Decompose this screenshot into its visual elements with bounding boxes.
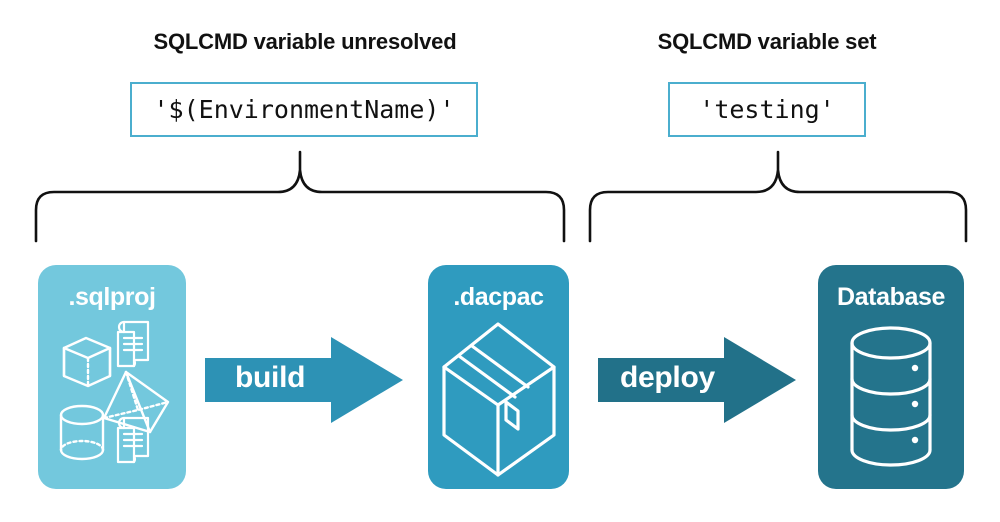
artifact-label-database: Database [837,283,945,311]
artifact-box-database[interactable]: Database [818,265,964,489]
group-heading-sqlcmd-unresolved: SQLCMD variable unresolved [153,29,457,54]
arrow-deploy-label: deploy [620,361,715,394]
cube-wireframe-icon [62,336,112,388]
package-box-icon [442,322,556,477]
scroll-icon [116,320,150,368]
curly-brace-right-icon [588,150,968,243]
dacpac-icon-group [428,310,569,489]
code-value-text-unresolved: '$(EnvironmentName)' [153,95,455,124]
arrow-deploy[interactable]: deploy [598,337,796,428]
pyramid-wireframe-icon [102,370,170,434]
curly-brace-left-icon [34,150,566,243]
sqlproj-icon-group [38,310,186,489]
artifact-label-dacpac: .dacpac [453,283,544,311]
code-value-box-set: 'testing' [668,82,866,137]
cylinder-wireframe-icon [59,404,105,461]
arrow-build[interactable]: build [205,337,403,428]
code-value-box-unresolved: '$(EnvironmentName)' [130,82,478,137]
arrow-build-label: build [235,361,306,394]
arrow-right-icon [598,337,796,423]
artifact-label-sqlproj: .sqlproj [68,283,156,311]
code-value-text-set: 'testing' [699,95,835,124]
database-cylinder-icon [850,326,932,467]
database-icon-group [818,310,964,489]
group-heading-sqlcmd-set: SQLCMD variable set [657,29,877,54]
arrow-right-icon [205,337,403,423]
artifact-box-dacpac[interactable]: .dacpac [428,265,569,489]
scroll-icon [116,416,150,464]
artifact-box-sqlproj[interactable]: .sqlproj [38,265,186,489]
